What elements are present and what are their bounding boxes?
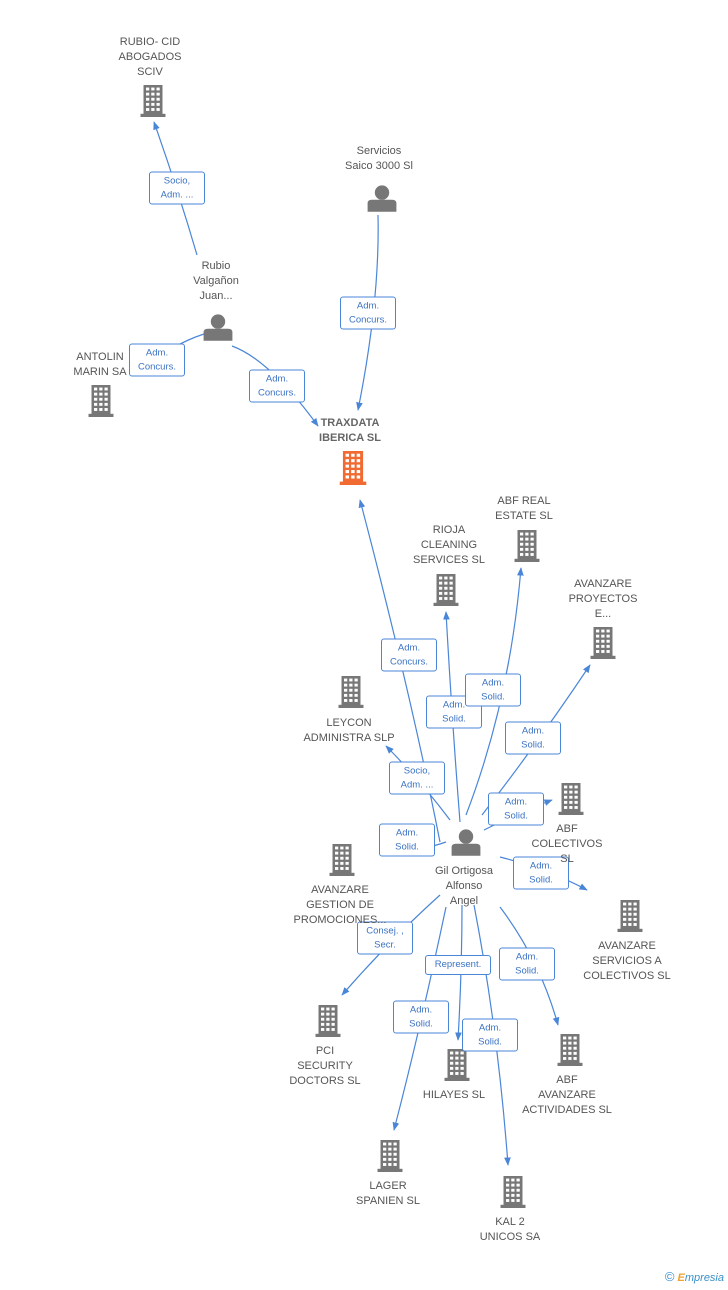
edge-label-gil-to-rioja[interactable]: Adm. Solid. — [426, 695, 482, 729]
edge-label-gil-to-kal2[interactable]: Adm. Solid. — [462, 1018, 518, 1052]
edge-label-servicios_saico-to-traxdata[interactable]: Adm. Concurs. — [340, 296, 396, 330]
node-label-abf_colectivos[interactable]: ABF COLECTIVOS SL — [531, 823, 603, 865]
copyright-symbol: © — [664, 1269, 675, 1284]
brand-logo: Empresia — [677, 1272, 724, 1284]
node-label-avanzare_serv[interactable]: AVANZARE SERVICIOS A COLECTIVOS SL — [583, 940, 671, 982]
building-icon-pci[interactable] — [315, 1005, 341, 1037]
node-label-lager[interactable]: LAGER SPANIEN SL — [356, 1180, 420, 1207]
edge-label-gil-to-avanzare_serv[interactable]: Adm. Solid. — [513, 856, 569, 890]
person-icon-rubio_valganon[interactable] — [203, 314, 233, 341]
building-icon-antolin[interactable] — [88, 385, 114, 417]
icons-layer — [88, 85, 643, 1208]
edge-label-gil-to-hilayes[interactable]: Represent. — [425, 955, 491, 975]
node-label-traxdata[interactable]: TRAXDATA IBERICA SL — [319, 417, 381, 444]
edge-label-gil-to-abf_real[interactable]: Adm. Solid. — [465, 673, 521, 707]
node-label-abf_avanzare[interactable]: ABF AVANZARE ACTIVIDADES SL — [522, 1074, 612, 1116]
node-label-abf_real[interactable]: ABF REAL ESTATE SL — [495, 495, 553, 522]
building-icon-lager[interactable] — [377, 1140, 403, 1172]
building-icon-leycon[interactable] — [338, 676, 364, 708]
node-label-rioja[interactable]: RIOJA CLEANING SERVICES SL — [413, 524, 485, 566]
building-icon-abf_colectivos[interactable] — [558, 783, 584, 815]
edge-label-rubio_valganon-to-rubio_cid[interactable]: Socio, Adm. ... — [149, 171, 205, 205]
node-label-hilayes[interactable]: HILAYES SL — [422, 1089, 486, 1101]
building-icon-avanzare_serv[interactable] — [617, 900, 643, 932]
person-icon-gil[interactable] — [451, 829, 481, 856]
node-label-rubio_valganon[interactable]: Rubio Valgañon Juan... — [193, 260, 239, 302]
edge-label-gil-to-abf_avanzare[interactable]: Adm. Solid. — [499, 947, 555, 981]
node-label-leycon[interactable]: LEYCON ADMINISTRA SLP — [303, 717, 395, 744]
edge-label-gil-to-avanzare_gest[interactable]: Adm. Solid. — [379, 823, 435, 857]
edge-label-gil-to-pci[interactable]: Consej. , Secr. — [357, 921, 413, 955]
node-label-avanzare_proy[interactable]: AVANZARE PROYECTOS E... — [568, 578, 638, 620]
node-label-gil[interactable]: Gil Ortigosa Alfonso Angel — [434, 865, 494, 907]
building-icon-hilayes[interactable] — [444, 1049, 470, 1081]
edge-gil-to-traxdata — [358, 499, 441, 843]
edge-label-gil-to-leycon[interactable]: Socio, Adm. ... — [389, 761, 445, 795]
footer-brand[interactable]: © Empresia — [665, 1269, 724, 1284]
building-icon-abf_avanzare[interactable] — [557, 1034, 583, 1066]
person-icon-servicios_saico[interactable] — [367, 185, 397, 212]
node-label-antolin[interactable]: ANTOLIN MARIN SA — [73, 351, 127, 378]
edge-label-gil-to-avanzare_proy[interactable]: Adm. Solid. — [505, 721, 561, 755]
building-icon-kal2[interactable] — [500, 1176, 526, 1208]
building-icon-rioja[interactable] — [433, 574, 459, 606]
building-icon-abf_real[interactable] — [514, 530, 540, 562]
node-label-servicios_saico[interactable]: Servicios Saico 3000 Sl — [345, 145, 413, 172]
building-icon-rubio_cid[interactable] — [140, 85, 166, 117]
node-label-pci[interactable]: PCI SECURITY DOCTORS SL — [289, 1045, 361, 1087]
edge-label-gil-to-traxdata[interactable]: Adm. Concurs. — [381, 638, 437, 672]
edge-label-rubio_valganon-to-traxdata[interactable]: Adm. Concurs. — [249, 369, 305, 403]
building-icon-avanzare_proy[interactable] — [590, 627, 616, 659]
edge-label-gil-to-lager[interactable]: Adm. Solid. — [393, 1000, 449, 1034]
edge-label-gil-to-abf_colectivos[interactable]: Adm. Solid. — [488, 792, 544, 826]
edge-label-rubio_valganon-to-antolin[interactable]: Adm. Concurs. — [129, 343, 185, 377]
building-icon-traxdata[interactable] — [339, 451, 367, 485]
node-label-avanzare_gest[interactable]: AVANZARE GESTION DE PROMOCIONES... — [293, 884, 387, 926]
node-label-kal2[interactable]: KAL 2 UNICOS SA — [479, 1216, 541, 1243]
building-icon-avanzare_gest[interactable] — [329, 844, 355, 876]
node-label-rubio_cid[interactable]: RUBIO- CID ABOGADOS SCIV — [118, 36, 182, 78]
